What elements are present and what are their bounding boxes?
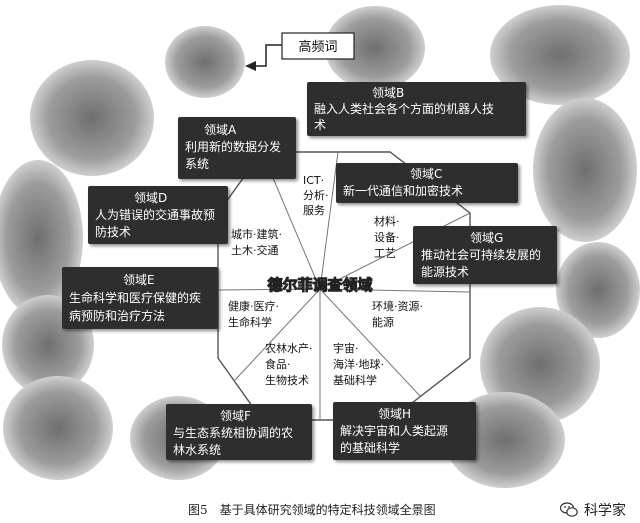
sector-agri-line1: 农林水产· — [265, 341, 313, 355]
sector-health-line2: 生命科学 — [228, 315, 272, 329]
word-cloud-bottom-left — [3, 376, 113, 480]
field-H-title: 领域H — [378, 407, 411, 421]
sector-materials-line3: 工艺 — [374, 247, 396, 260]
sector-agri: 农林水产· 食品· 生物技术 — [265, 341, 313, 387]
field-B-title: 领域B — [372, 86, 404, 100]
field-G-line1: 推动社会可持续发展的 — [421, 247, 541, 262]
high-freq-callout: 高频词 — [245, 32, 355, 71]
field-box-D: 领域D 人为错误的交通事故预 防技术 — [88, 186, 228, 244]
field-E-line1: 生命科学和医疗保健的疾 — [69, 290, 201, 305]
caption-bar: 图5 基于具体研究领域的特定科技领域全景图 科学家 — [0, 496, 640, 523]
field-box-E-bg — [62, 267, 218, 329]
field-G-title: 领域G — [470, 231, 503, 245]
word-cloud-left-upper — [30, 60, 154, 176]
field-box-C: 领域C 新一代通信和加密技术 — [336, 163, 518, 203]
field-box-B-bg — [307, 82, 526, 136]
divider-2 — [319, 212, 471, 290]
sector-env: 环境·资源· 能源 — [372, 299, 423, 329]
field-box-B: 领域B 融入人类社会各个方面的机器人技 术 — [307, 82, 526, 136]
high-freq-arrow — [252, 44, 282, 67]
sector-agri-line2: 食品· — [265, 357, 291, 371]
sector-ict-line2: 分析· — [303, 188, 329, 202]
wechat-icon — [560, 501, 578, 517]
word-cloud-right-upper — [533, 98, 637, 242]
field-B-line2: 术 — [314, 118, 326, 132]
sector-env-line1: 环境·资源· — [372, 299, 423, 313]
field-box-F-bg — [166, 404, 312, 460]
field-F-line1: 与生态系统相协调的农 — [173, 425, 293, 440]
field-box-A-bg — [178, 117, 296, 179]
brand-name: 科学家 — [584, 502, 626, 519]
field-box-G-bg — [413, 226, 557, 284]
field-E-line2: 病预防和治疗方法 — [69, 308, 165, 323]
sector-health-line1: 健康·医疗· — [228, 299, 279, 313]
field-box-H: 领域H 解决宇宙和人类起源 的基础科学 — [333, 402, 476, 460]
field-D-line2: 防技术 — [95, 224, 131, 239]
field-box-A: 领域A 利用新的数据分发 系统 — [178, 117, 296, 179]
field-box-H-bg — [333, 402, 476, 460]
field-G-line2: 能源技术 — [421, 265, 469, 279]
field-F-line2: 林水系统 — [173, 443, 221, 457]
sector-space: 宇宙· 海洋·地球· 基础科学 — [333, 341, 384, 387]
sector-city-line2: 土木·交通 — [231, 243, 279, 257]
sector-agri-line3: 生物技术 — [265, 373, 309, 387]
field-D-line1: 人为错误的交通事故预 — [95, 207, 215, 222]
sector-city-line1: 城市·建筑· — [231, 227, 282, 241]
field-box-G: 领域G 推动社会可持续发展的 能源技术 — [413, 226, 557, 284]
field-D-title: 领域D — [134, 191, 167, 205]
field-box-F: 领域F 与生态系统相协调的农 林水系统 — [166, 404, 312, 460]
sector-dividers — [217, 151, 471, 420]
word-cloud-top-right — [490, 5, 630, 105]
field-C-line1: 新一代通信和加密技术 — [343, 183, 463, 198]
word-clouds — [0, 5, 640, 488]
field-E-title: 领域E — [123, 273, 155, 287]
center-label: 德尔菲调查领域 — [267, 276, 372, 294]
sector-ict-line1: ICT· — [303, 174, 324, 187]
sector-space-line1: 宇宙· — [333, 341, 359, 355]
sector-space-line2: 海洋·地球· — [333, 357, 384, 371]
field-C-title: 领域C — [410, 167, 442, 181]
word-cloud-top-mid — [325, 6, 425, 90]
field-box-E: 领域E 生命科学和医疗保健的疾 病预防和治疗方法 — [62, 267, 218, 329]
arrow-head-icon — [245, 61, 256, 71]
divider-6 — [234, 288, 321, 381]
word-cloud-top-left — [165, 26, 245, 98]
field-A-line2: 系统 — [185, 157, 209, 171]
sector-materials-line1: 材料· — [374, 214, 400, 228]
figure-caption: 图5 基于具体研究领域的特定科技领域全景图 — [188, 503, 436, 517]
high-freq-box — [281, 32, 355, 60]
field-F-title: 领域F — [220, 409, 251, 423]
word-cloud-right-mid — [556, 242, 640, 338]
field-H-line1: 解决宇宙和人类起源 — [340, 423, 448, 438]
sector-health: 健康·医疗· 生命科学 — [228, 299, 279, 329]
divider-3 — [319, 288, 471, 293]
sector-city: 城市·建筑· 土木·交通 — [231, 227, 282, 257]
divider-1 — [319, 151, 339, 290]
field-box-D-bg — [88, 186, 228, 244]
field-A-title: 领域A — [204, 123, 237, 137]
sector-materials-line2: 设备· — [374, 230, 400, 244]
field-H-line2: 的基础科学 — [340, 440, 400, 455]
field-B-line1: 融入人类社会各个方面的机器人技 — [314, 101, 494, 116]
field-box-C-bg — [336, 163, 518, 203]
central-octagon: ICT· 分析· 服务 材料· 设备· 工艺 环境·资源· 能源 宇宙· 海洋·… — [217, 151, 471, 421]
sector-space-line3: 基础科学 — [333, 373, 377, 387]
sector-materials: 材料· 设备· 工艺 — [374, 214, 400, 260]
sector-ict-line3: 服务 — [303, 204, 325, 217]
high-freq-label: 高频词 — [298, 39, 337, 55]
field-A-line1: 利用新的数据分发 — [185, 139, 281, 154]
divider-7 — [217, 288, 321, 291]
brand: 科学家 — [560, 496, 626, 523]
sector-ict: ICT· 分析· 服务 — [303, 174, 329, 217]
sector-env-line2: 能源 — [372, 315, 394, 329]
divider-4 — [319, 288, 421, 397]
domain-panorama-diagram: 高频词 ICT· 分析· 服务 材料· 设备· 工艺 环境·资源· 能源 — [0, 5, 640, 488]
